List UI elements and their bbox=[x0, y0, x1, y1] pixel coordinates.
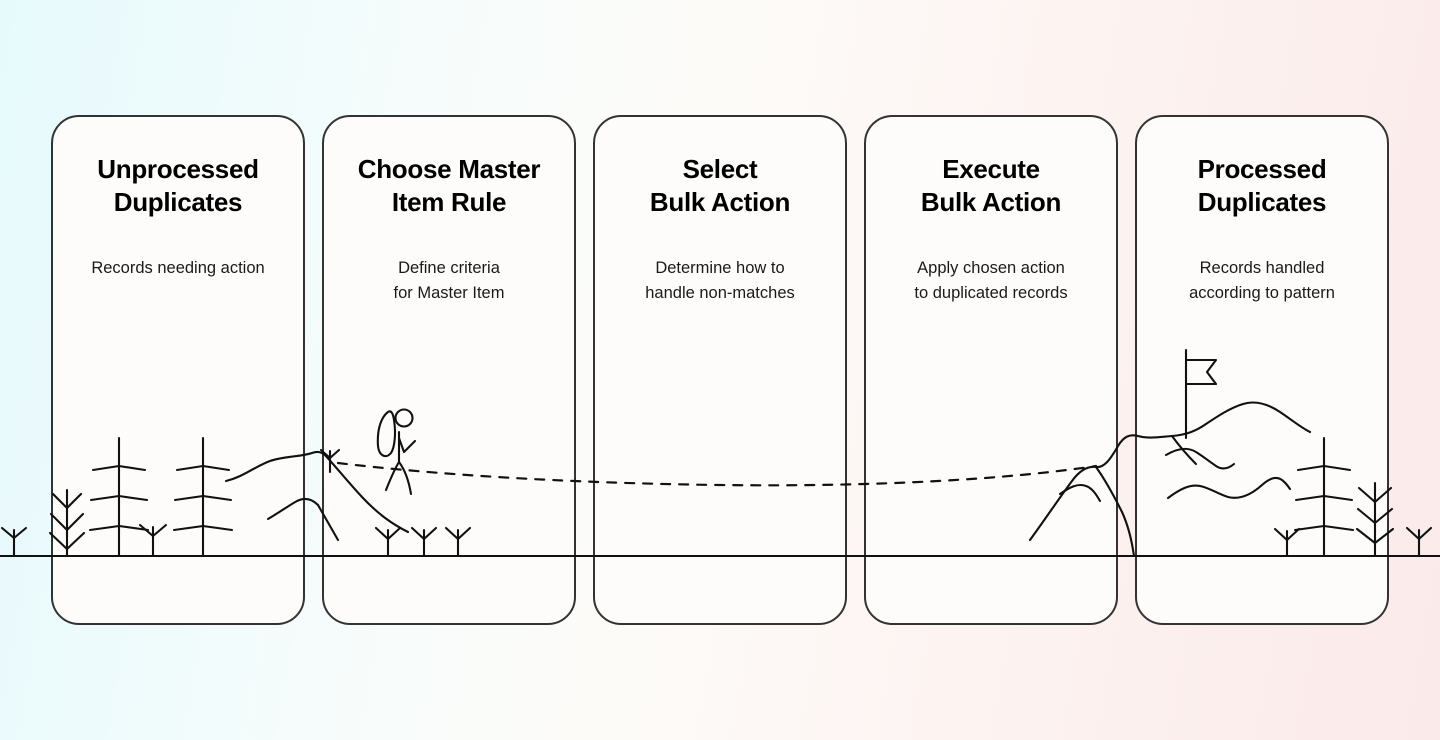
process-step-row: Unprocessed Duplicates Records needing a… bbox=[51, 115, 1389, 625]
step-card-description: Records needing action bbox=[91, 258, 265, 277]
step-card-description: Records handled according to pattern bbox=[1189, 258, 1335, 303]
step-card-title: Execute Bulk Action bbox=[920, 154, 1062, 218]
step-card-choose-master-item-rule[interactable]: Choose Master Item Rule Define criteria … bbox=[322, 115, 576, 625]
step-card-title: Choose Master Item Rule bbox=[357, 154, 541, 218]
step-card-title: Processed Duplicates bbox=[1197, 154, 1327, 218]
step-card-title: Unprocessed Duplicates bbox=[97, 154, 259, 218]
pine-tree-small-right-edge bbox=[1405, 526, 1433, 558]
step-card-processed-duplicates[interactable]: Processed Duplicates Records handled acc… bbox=[1135, 115, 1389, 625]
step-card-description: Apply chosen action to duplicated record… bbox=[914, 258, 1068, 303]
step-card-description: Define criteria for Master Item bbox=[393, 258, 505, 303]
step-card-unprocessed-duplicates[interactable]: Unprocessed Duplicates Records needing a… bbox=[51, 115, 305, 625]
step-card-select-bulk-action[interactable]: Select Bulk Action Determine how to hand… bbox=[593, 115, 847, 625]
step-card-execute-bulk-action[interactable]: Execute Bulk Action Apply chosen action … bbox=[864, 115, 1118, 625]
pine-tree-small-left-edge bbox=[0, 526, 28, 558]
step-card-description: Determine how to handle non-matches bbox=[645, 258, 795, 303]
step-card-title: Select Bulk Action bbox=[649, 154, 791, 218]
